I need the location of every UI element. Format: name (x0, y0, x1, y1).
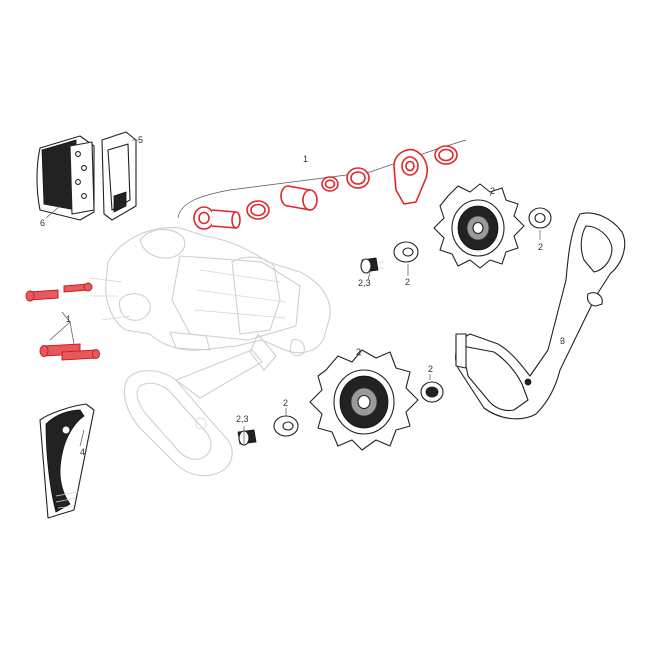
upper-pulley-wheel (433, 183, 525, 269)
battery-cover (101, 131, 137, 221)
upper-pulley-washer-inner (528, 207, 552, 229)
callout-leaders (45, 139, 563, 447)
callout-5-battery-cover: 5 (138, 135, 143, 145)
cam-washer (393, 148, 429, 205)
callout-2-3-lower-bolt: 2,3 (236, 414, 249, 424)
cage-plate-ghost (123, 349, 263, 477)
callout-2-upper-washer-outer: 2 (405, 277, 410, 287)
battery (36, 135, 95, 221)
lower-pulley-wheel (309, 349, 419, 451)
lower-pulley-bolt (237, 429, 257, 446)
bushing-1 (193, 206, 241, 230)
callout-1-bolts: 1 (66, 314, 71, 324)
leader-line-1 (177, 139, 467, 219)
bolt-short-2 (63, 282, 93, 293)
callout-4-cog-plate: 4 (80, 447, 85, 457)
callout-2-upper-washer-inner: 2 (538, 242, 543, 252)
lower-pulley-washer-inner (420, 381, 444, 403)
upper-pulley-bolt (360, 257, 384, 274)
washer-1 (246, 200, 270, 220)
washer-3 (346, 167, 370, 189)
leader-line-bolts (49, 311, 75, 345)
inner-cage-plate (455, 212, 626, 420)
sleeve-1 (280, 185, 318, 211)
callout-2-3-upper-bolt: 2,3 (358, 278, 371, 288)
callout-3-cage-plate: 3 (560, 336, 565, 346)
callout-2-upper-pulley: 2 (490, 186, 495, 196)
callout-6-battery: 6 (40, 218, 45, 228)
bolt-long-2 (61, 349, 100, 361)
seal-ring (434, 145, 458, 165)
pivot-bushing-set (177, 139, 467, 230)
lower-pulley-washer-outer (273, 415, 299, 437)
cog-guide-plate (39, 403, 95, 519)
callout-2-lower-washer-inner: 2 (428, 364, 433, 374)
callout-2-lower-washer-outer: 2 (283, 398, 288, 408)
washer-2 (321, 176, 339, 192)
mounting-bolts (25, 282, 100, 361)
callout-labels: 1 1 2 2 2 2 2 2,3 2,3 3 4 5 6 2 (40, 135, 565, 457)
derailleur-body-ghost (89, 227, 331, 371)
callout-1-bushings: 1 (303, 154, 308, 164)
bolt-short-1 (25, 289, 59, 302)
upper-pulley-washer-outer (393, 241, 419, 263)
callout-2-lower-pulley: 2 (356, 347, 361, 357)
